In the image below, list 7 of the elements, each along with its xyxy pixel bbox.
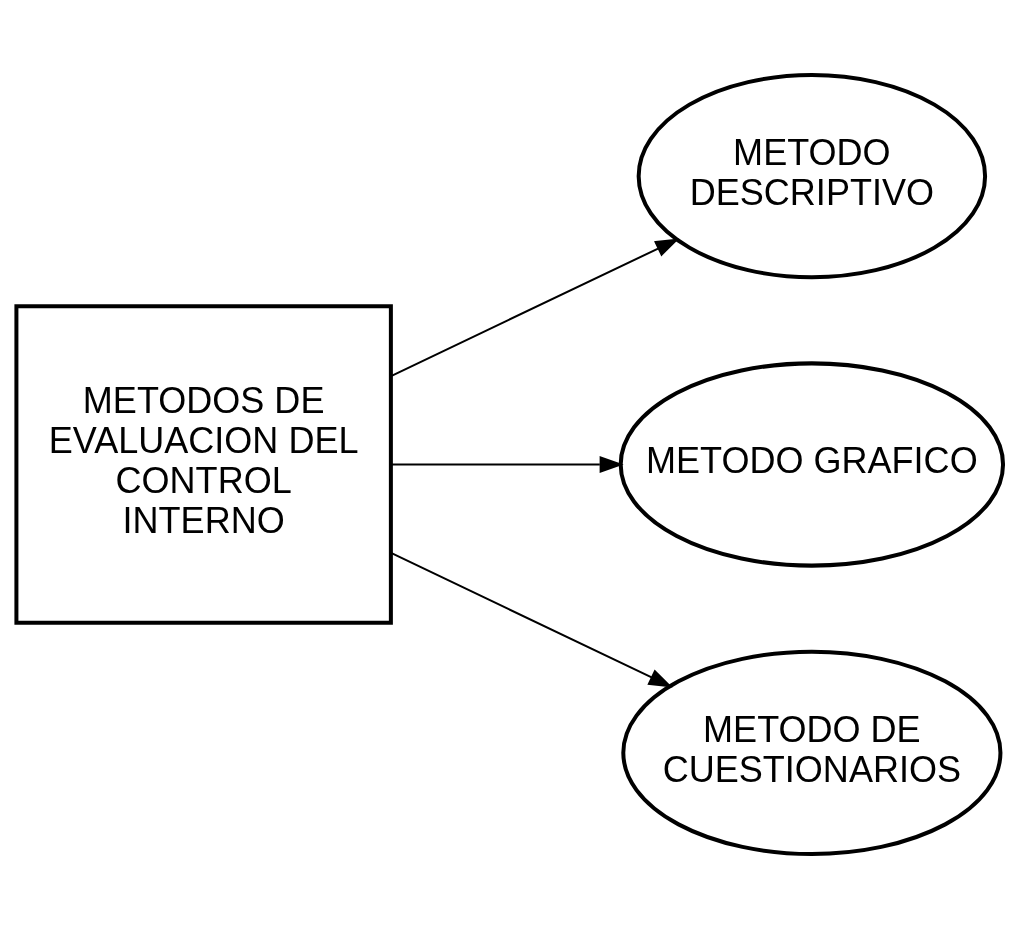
arrow [390, 551, 673, 688]
arrow [390, 456, 624, 473]
node-box: METODOS DE EVALUACION DEL CONTROL INTERNO [14, 304, 393, 625]
node-ellipse: METODO GRAFICO [618, 361, 1006, 568]
node-ellipse: METODO DESCRIPTIVO [636, 73, 988, 280]
node-ellipse: METODO DE CUESTIONARIOS [621, 649, 1003, 856]
arrow [390, 238, 680, 378]
